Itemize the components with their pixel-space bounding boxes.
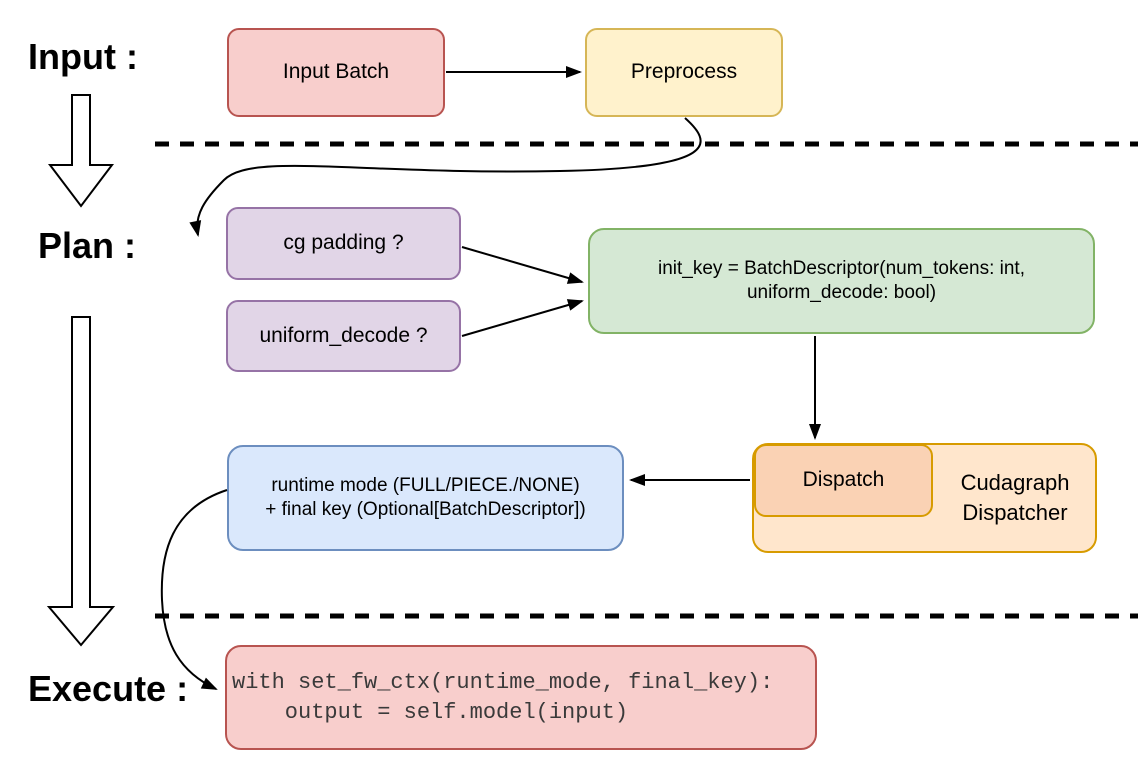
node-execute-code: with set_fw_ctx(runtime_mode, final_key)… bbox=[225, 645, 817, 750]
flow-arrow-input-to-plan bbox=[47, 94, 115, 208]
node-runtime-mode-label: runtime mode (FULL/PIECE./NONE) + final … bbox=[265, 475, 586, 520]
node-cg-padding: cg padding ? bbox=[226, 207, 461, 280]
node-init-key-label: init_key = BatchDescriptor(num_tokens: i… bbox=[658, 258, 1025, 303]
node-input-batch-label: Input Batch bbox=[282, 60, 390, 84]
edge-runtime-mode-to-execute-code bbox=[160, 489, 228, 690]
node-dispatch: Dispatch bbox=[754, 444, 933, 517]
edge-cg-padding-to-init-key bbox=[461, 246, 584, 284]
edge-uniform-decode-to-init-key bbox=[461, 299, 584, 337]
flow-arrow-plan-to-execute bbox=[46, 316, 116, 647]
node-uniform-decode-label: uniform_decode ? bbox=[259, 323, 428, 347]
node-preprocess-label: Preprocess bbox=[630, 60, 738, 84]
node-preprocess: Preprocess bbox=[585, 28, 783, 117]
node-runtime-mode: runtime mode (FULL/PIECE./NONE) + final … bbox=[227, 445, 624, 551]
stage-label-input: Input : bbox=[28, 36, 138, 77]
stage-label-plan: Plan : bbox=[38, 225, 137, 266]
node-dispatch-label: Dispatch bbox=[802, 468, 885, 492]
node-uniform-decode: uniform_decode ? bbox=[226, 300, 461, 372]
node-cudagraph-dispatcher-label: Cudagraph Dispatcher bbox=[960, 470, 1070, 525]
node-input-batch: Input Batch bbox=[227, 28, 445, 117]
node-execute-code-text: with set_fw_ctx(runtime_mode, final_key)… bbox=[232, 669, 774, 725]
node-init-key: init_key = BatchDescriptor(num_tokens: i… bbox=[588, 228, 1095, 334]
stage-label-execute: Execute : bbox=[28, 668, 189, 709]
node-cg-padding-label: cg padding ? bbox=[283, 231, 404, 255]
